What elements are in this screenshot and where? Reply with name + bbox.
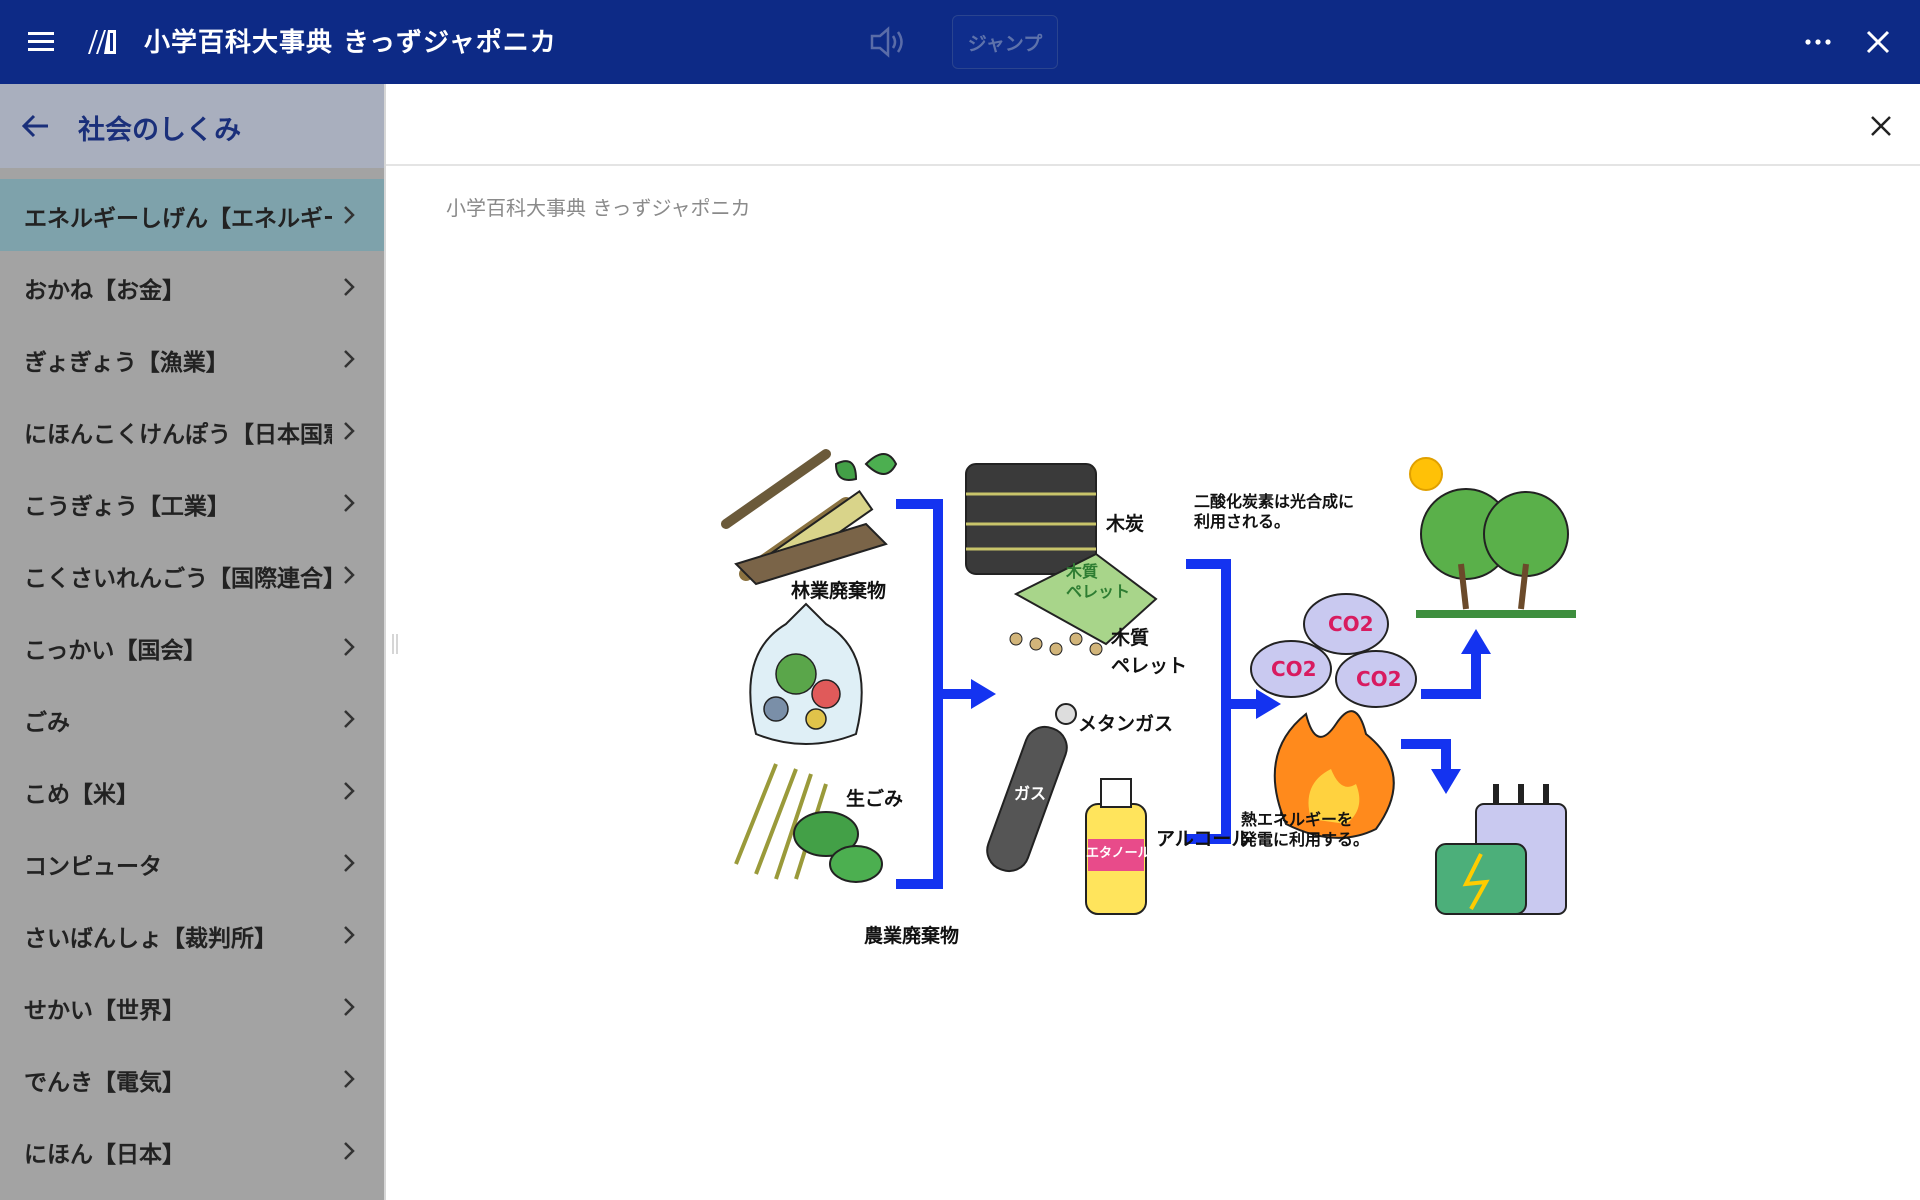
sidebar-item-label: せかい【世界】: [24, 998, 185, 1024]
chevron-right-icon: [344, 998, 355, 1016]
garbage-bag-icon: [749, 602, 863, 745]
speaker-icon[interactable]: [866, 20, 910, 64]
sidebar-item-court[interactable]: さいばんしょ【裁判所】: [0, 899, 384, 971]
branches-icon: [721, 449, 898, 586]
chevron-right-icon: [344, 422, 355, 440]
illustration-drawing: [721, 449, 1576, 915]
sidebar-title: 社会のしくみ: [78, 115, 242, 146]
chevron-right-icon: [344, 926, 355, 944]
sidebar-item-label: でんき【電気】: [24, 1070, 185, 1096]
sidebar-item-industry[interactable]: こうぎょう【工業】: [0, 467, 384, 539]
sidebar-item-label: こめ【米】: [24, 782, 139, 808]
sidebar-item-garbage[interactable]: ごみ: [0, 683, 384, 755]
sidebar-item-constitution[interactable]: にほんこくけんぽう【日本国憲法】: [0, 395, 384, 467]
label-kitchen-waste: 生ごみ: [846, 788, 904, 810]
label-pellet-bag: 木質 ペレット: [1066, 562, 1131, 601]
label-ethanol-bottle: エタノール: [1086, 846, 1151, 861]
sidebar-item-label: こくさいれんごう【国際連合】: [24, 566, 332, 592]
sidebar-header: 社会のしくみ: [0, 84, 384, 168]
sidebar-item-label: にほんこくけんぽう【日本国憲法】: [24, 422, 332, 448]
ethanol-bottle-icon: [1085, 778, 1147, 915]
sidebar-item-label: ぎょぎょう【漁業】: [24, 350, 229, 376]
close-panel-icon[interactable]: [1864, 109, 1898, 143]
sidebar-item-world[interactable]: せかい【世界】: [0, 971, 384, 1043]
biomass-energy-illustration: 林業廃棄物 生ごみ 農業廃棄物 木炭 木質 ペレット 木質 ペレット メタンガス…: [716, 424, 1576, 984]
label-pellet: 木質 ペレット: [1111, 627, 1188, 677]
label-methane: メタンガス: [1078, 713, 1174, 735]
chevron-right-icon: [344, 710, 355, 728]
sidebar-item-energy-resources[interactable]: エネルギーしげん【エネルギー資源】: [0, 179, 384, 251]
sidebar-item-united-nations[interactable]: こくさいれんごう【国際連合】: [0, 539, 384, 611]
chevron-right-icon: [344, 638, 355, 656]
sidebar-item-electricity[interactable]: でんき【電気】: [0, 1043, 384, 1115]
label-gas-can: ガス: [1014, 784, 1047, 803]
chevron-right-icon: [344, 566, 355, 584]
chevron-right-icon: [344, 206, 355, 224]
sidebar-item-computer[interactable]: コンピュータ: [0, 827, 384, 899]
sidebar-item-label: コンピュータ: [24, 854, 162, 880]
more-options-icon[interactable]: [1800, 24, 1836, 60]
gas-cylinder-icon: [986, 703, 1077, 873]
co2-cloud-icon: [1250, 593, 1417, 708]
sidebar-item-rice[interactable]: こめ【米】: [0, 755, 384, 827]
sidebar-item-japan[interactable]: にほん【日本】: [0, 1115, 384, 1187]
chevron-right-icon: [344, 1142, 355, 1160]
chevron-right-icon: [344, 494, 355, 512]
label-forestry-waste: 林業廃棄物: [791, 580, 887, 602]
app-bar: 小学百科大事典 きっずジャポニカ ジャンプ: [0, 0, 1920, 84]
sidebar-item-label: おかね【お金】: [24, 278, 185, 304]
label-charcoal: 木炭: [1106, 513, 1145, 535]
label-co2-note: 二酸化炭素は光合成に 利用される。: [1194, 492, 1355, 531]
sidebar-item-fishery[interactable]: ぎょぎょう【漁業】: [0, 323, 384, 395]
sidebar-list: エネルギーしげん【エネルギー資源】 おかね【お金】 ぎょぎょう【漁業】 にほんこ…: [0, 179, 384, 1187]
sidebar: 社会のしくみ エネルギーしげん【エネルギー資源】 おかね【お金】 ぎょぎょう【漁…: [0, 84, 384, 1200]
content-panel: 小学百科大事典 きっずジャポニカ: [384, 84, 1920, 1200]
menu-icon[interactable]: [24, 28, 60, 56]
sidebar-item-label: さいばんしょ【裁判所】: [24, 926, 277, 952]
chevron-right-icon: [344, 854, 355, 872]
pellet-bag-icon: [1009, 552, 1158, 656]
label-co2-1: CO2: [1328, 612, 1374, 636]
jump-button[interactable]: ジャンプ: [952, 15, 1058, 69]
fire-icon: [1273, 710, 1395, 839]
charcoal-icon: [965, 463, 1097, 575]
back-arrow-icon[interactable]: [18, 108, 54, 144]
label-co2-2: CO2: [1271, 657, 1317, 681]
resize-handle[interactable]: [390, 632, 400, 656]
chevron-right-icon: [344, 1070, 355, 1088]
book-logo-icon: [84, 24, 120, 60]
sidebar-item-money[interactable]: おかね【お金】: [0, 251, 384, 323]
sidebar-item-label: ごみ: [24, 710, 70, 736]
source-caption: 小学百科大事典 きっずジャポニカ: [446, 196, 751, 220]
app-title: 小学百科大事典 きっずジャポニカ: [144, 28, 557, 58]
label-heat-note: 熱エネルギーを 発電に利用する。: [1241, 810, 1370, 849]
grass-bundle-icon: [734, 763, 883, 883]
content-toolbar: [386, 84, 1920, 166]
generator-icon: [1435, 784, 1567, 915]
sidebar-item-label: こっかい【国会】: [24, 638, 207, 664]
sidebar-item-label: こうぎょう【工業】: [24, 494, 230, 520]
label-alcohol: アルコール: [1156, 828, 1251, 850]
chevron-right-icon: [344, 782, 355, 800]
sidebar-item-diet[interactable]: こっかい【国会】: [0, 611, 384, 683]
close-app-icon[interactable]: [1860, 24, 1896, 60]
chevron-right-icon: [344, 350, 355, 368]
sidebar-item-label: エネルギーしげん【エネルギー資源】: [24, 206, 332, 232]
trees-icon: [1416, 488, 1576, 618]
sidebar-item-label: にほん【日本】: [24, 1142, 185, 1168]
label-co2-3: CO2: [1356, 667, 1402, 691]
sun-icon: [1409, 457, 1443, 491]
label-agri-waste: 農業廃棄物: [864, 925, 960, 947]
chevron-right-icon: [344, 278, 355, 296]
